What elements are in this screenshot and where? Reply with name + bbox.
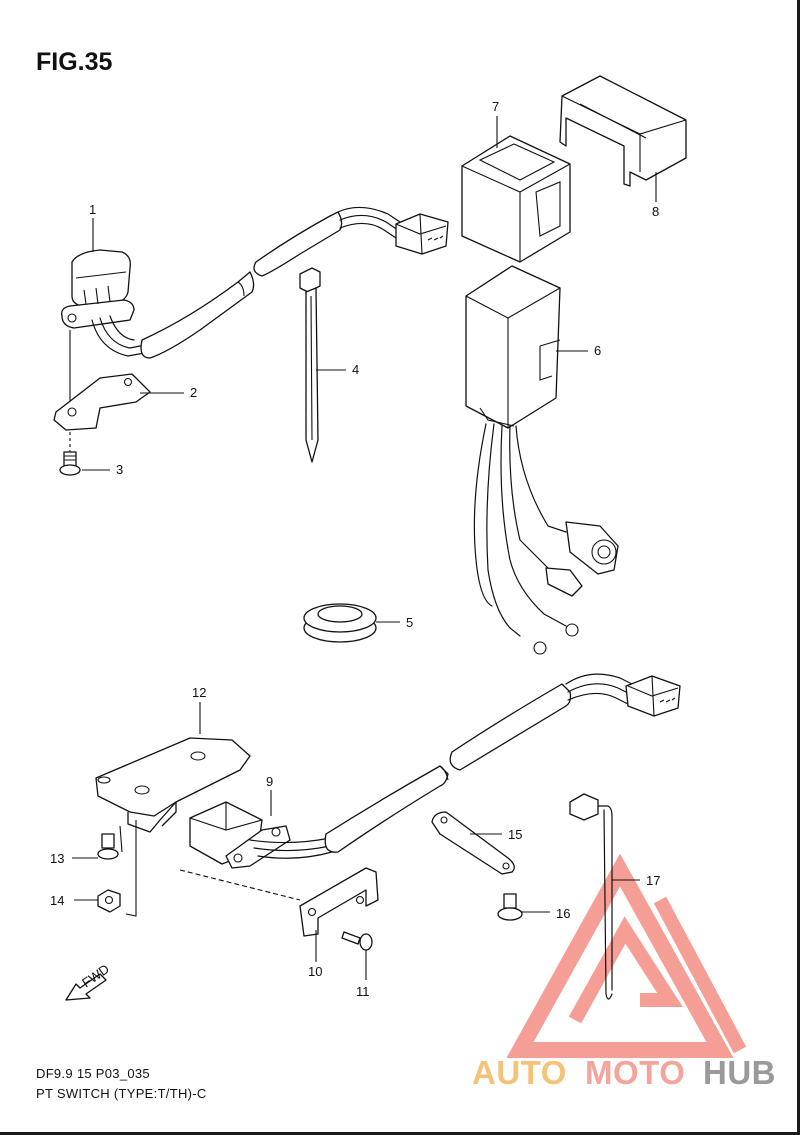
callout-7: 7	[492, 99, 499, 114]
callout-3: 3	[116, 462, 123, 477]
watermark-moto: MOTO	[585, 1054, 685, 1091]
callout-10: 10	[308, 964, 322, 979]
part-3-screw	[59, 432, 81, 476]
callout-16: 16	[556, 906, 570, 921]
part-10-bracket	[299, 867, 379, 937]
part-6-unit	[465, 265, 619, 655]
figure-code: DF9.9 15 P03_035	[36, 1066, 150, 1081]
part-4-cable-tie	[299, 267, 321, 463]
leader-12-to-13	[119, 825, 123, 853]
callout-8: 8	[652, 204, 659, 219]
part-17-lead	[569, 793, 613, 1000]
part-5-grommet	[303, 603, 377, 643]
figure-caption: PT SWITCH (TYPE:T/TH)-C	[36, 1086, 207, 1101]
callout-14: 14	[50, 893, 64, 908]
part-14-nut	[97, 889, 121, 913]
leader-12-to-14	[125, 820, 137, 917]
part-7-cover	[461, 135, 571, 263]
callout-6: 6	[594, 343, 601, 358]
part-12-plate	[95, 737, 251, 833]
watermark-hub: HUB	[703, 1054, 776, 1091]
callout-15: 15	[508, 827, 522, 842]
part-9-switch-harness	[189, 673, 681, 869]
watermark-text: AUTO MOTO HUB	[472, 1054, 776, 1091]
figure-title: FIG.35	[36, 48, 113, 76]
callout-17: 17	[646, 873, 660, 888]
part-2-bracket	[53, 373, 151, 431]
callout-11: 11	[356, 984, 370, 999]
watermark-auto: AUTO	[472, 1054, 567, 1091]
part-15-strap	[431, 811, 515, 875]
callouts: 1 2 3 4 5 6 7 8 9 10 11 12 13	[50, 99, 660, 999]
leader-9-to-10	[179, 869, 301, 901]
part-1-switch	[61, 206, 449, 359]
callout-5: 5	[406, 615, 413, 630]
part-16-bolt	[497, 893, 523, 921]
callout-2: 2	[190, 385, 197, 400]
callout-9: 9	[266, 774, 273, 789]
callout-13: 13	[50, 851, 64, 866]
part-8-holder	[559, 75, 687, 187]
watermark-logo	[506, 853, 747, 1058]
callout-12: 12	[192, 685, 206, 700]
part-11-screw	[341, 931, 373, 951]
part-13-bolt	[97, 833, 119, 860]
callout-1: 1	[89, 202, 96, 217]
callout-4: 4	[352, 362, 359, 377]
fwd-arrow-icon: FWD	[65, 961, 112, 1001]
